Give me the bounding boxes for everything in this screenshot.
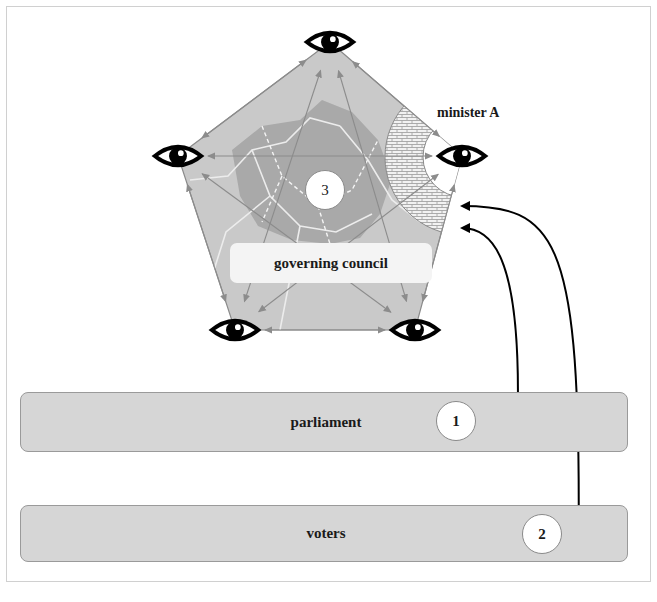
- influence-arrow: [462, 206, 579, 505]
- callout-number: 3: [305, 170, 345, 210]
- influence-arrow: [462, 228, 518, 392]
- node-text: minister A: [437, 105, 499, 121]
- observation-arrow: [353, 62, 440, 137]
- node-text: governing council: [274, 255, 388, 272]
- node-text: 1: [452, 413, 460, 430]
- callout-number: 1: [436, 401, 476, 441]
- observation-arrow: [208, 155, 432, 156]
- eye-symbol: [436, 145, 489, 168]
- callout-number: 2: [522, 514, 562, 554]
- eye-symbol: [152, 145, 205, 168]
- eye-symbol: [209, 319, 262, 342]
- minister-wall: minister A: [385, 78, 462, 236]
- observation-arrow: [187, 185, 225, 302]
- observation-arrow: [202, 60, 306, 138]
- observation-arrow: [265, 329, 385, 330]
- node-text: 2: [538, 526, 546, 543]
- node-text: voters: [306, 525, 345, 542]
- eye-symbol: [304, 31, 357, 54]
- council-label-box: governing council: [230, 243, 432, 283]
- node-text: parliament: [291, 414, 362, 431]
- parliament-band: parliament 1: [20, 392, 628, 452]
- node-text: 3: [321, 182, 329, 199]
- governing-council-pentagon: governing council 3 minister A: [178, 42, 462, 330]
- eye-symbol: [389, 319, 442, 342]
- voters-band: voters 2: [20, 505, 628, 562]
